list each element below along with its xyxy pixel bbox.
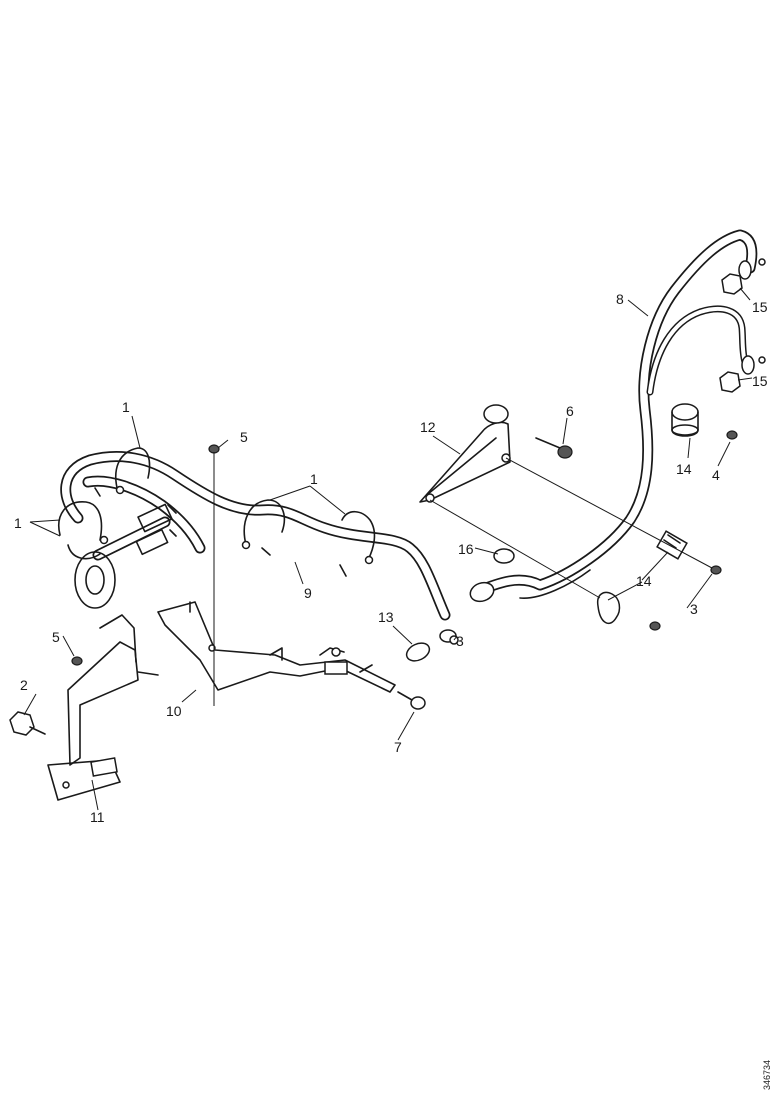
pipe-clamps	[58, 447, 376, 577]
callout-1c: 1	[310, 471, 318, 487]
bracket-12	[419, 404, 573, 503]
callout-13: 13	[378, 609, 394, 625]
figure-reference: 346734	[762, 1060, 772, 1090]
callout-2: 2	[20, 677, 28, 693]
callout-3: 3	[456, 633, 464, 649]
callout-11: 11	[90, 809, 105, 825]
callout-7: 7	[394, 739, 402, 755]
callout-1a: 1	[122, 399, 130, 415]
fastener-15	[719, 273, 743, 393]
fastener-7	[397, 691, 426, 710]
hose-assembly-right	[469, 229, 766, 603]
callout-8: 8	[616, 291, 624, 307]
bracket-11	[47, 614, 159, 801]
callout-3b: 3	[690, 601, 698, 617]
bolt-2	[9, 711, 46, 736]
callout-10: 10	[166, 703, 182, 719]
fastener-4	[726, 430, 738, 440]
callout-labels: 1 1 1 2 3 3 4 5 5 6 7 8 9 10 11 12 13 14…	[14, 291, 768, 825]
fitting-16	[493, 548, 515, 564]
fastener-5-left	[71, 656, 83, 666]
callout-5a: 5	[240, 429, 248, 445]
callout-5b: 5	[52, 629, 60, 645]
callout-14a: 14	[676, 461, 692, 477]
fastener-5-top	[208, 444, 220, 454]
callout-16: 16	[458, 541, 474, 557]
callout-15b: 15	[752, 373, 768, 389]
callout-4: 4	[712, 467, 720, 483]
leader-lines	[23, 287, 753, 811]
pipe-end-fitting	[405, 629, 459, 662]
fastener-3	[649, 565, 722, 631]
pipe-assembly-main	[60, 451, 451, 621]
callout-14b: 14	[636, 573, 652, 589]
callout-6: 6	[566, 403, 574, 419]
callout-12: 12	[420, 419, 436, 435]
hose-clips	[596, 403, 699, 625]
callout-15a: 15	[752, 299, 768, 315]
alignment-lines	[213, 452, 713, 706]
callout-9: 9	[304, 585, 312, 601]
callout-1b: 1	[14, 515, 22, 531]
bracket-10	[157, 601, 396, 693]
